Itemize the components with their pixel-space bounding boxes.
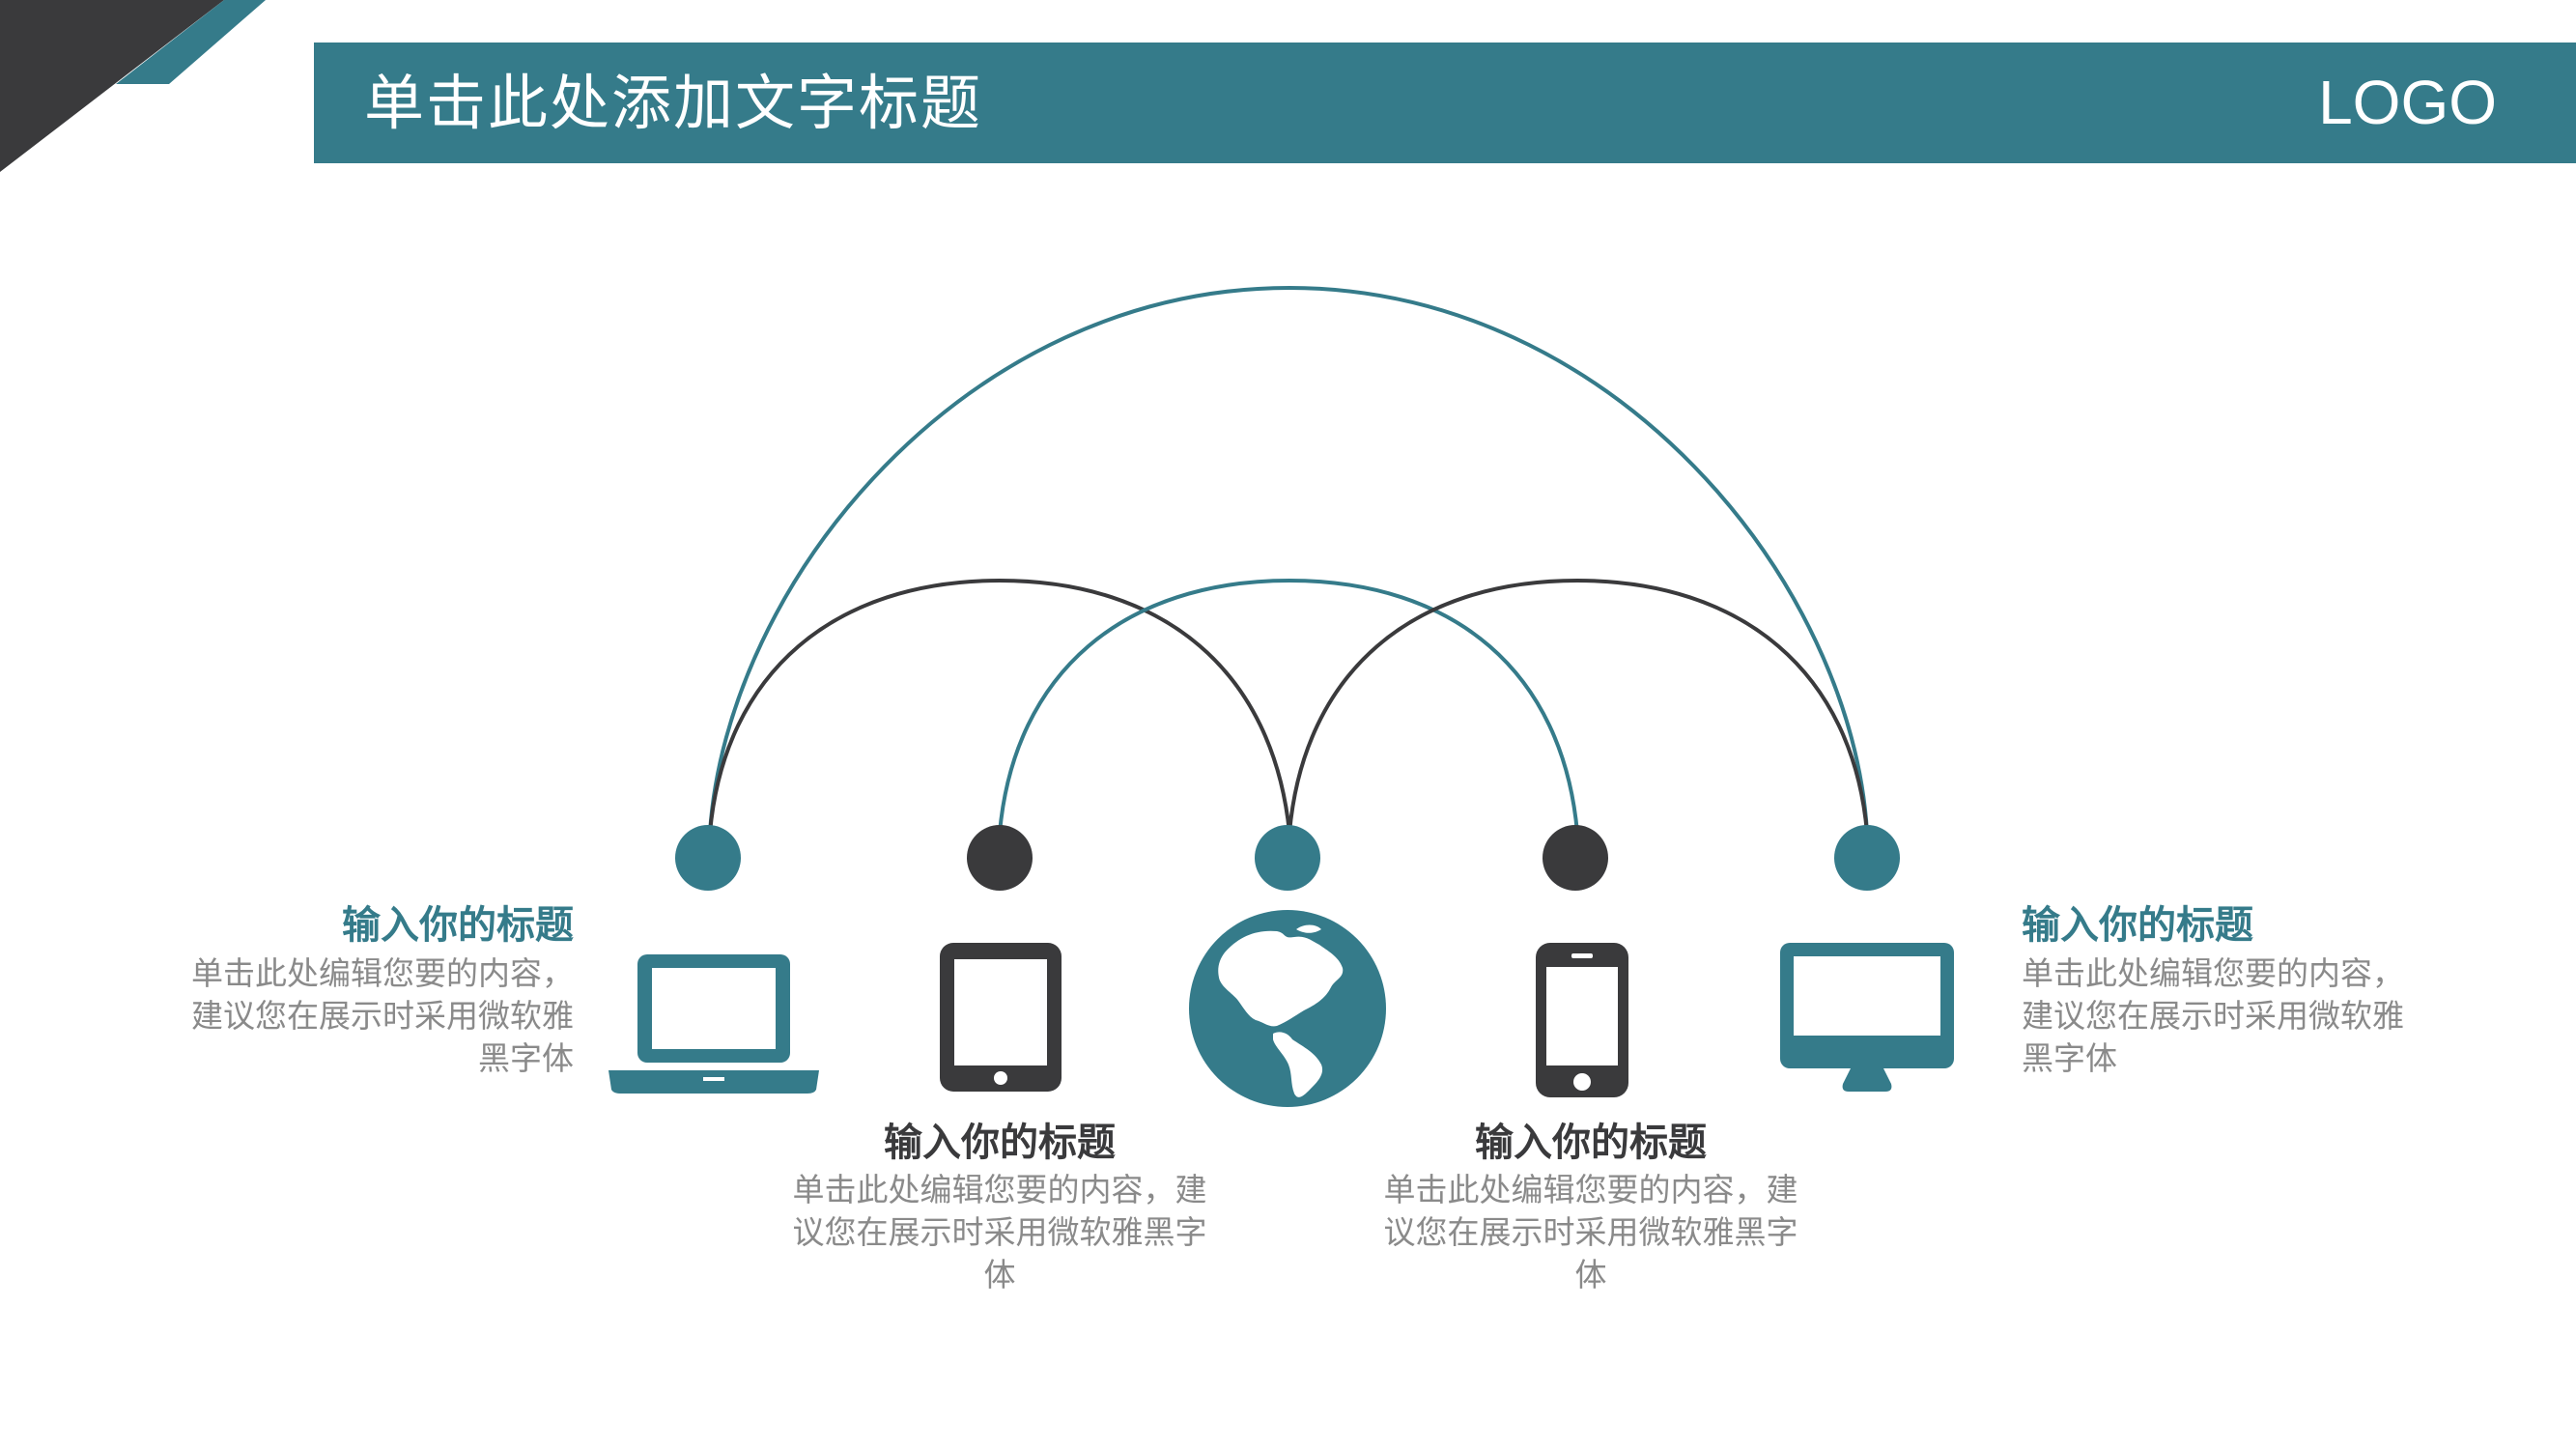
item-5-desc-line: 黑字体 [2022, 1039, 2117, 1077]
phone-icon [1536, 943, 1628, 1097]
arc-left [708, 578, 1291, 834]
node-dot-1 [675, 825, 741, 891]
arc-center [998, 578, 1579, 834]
item-1-desc[interactable]: 单击此处编辑您要的内容， 建议您在展示时采用微软雅 黑字体 [145, 952, 574, 1080]
item-5-desc-line: 建议您在展示时采用微软雅 [2022, 997, 2404, 1035]
globe-icon [1189, 910, 1386, 1107]
node-dot-4 [1543, 825, 1608, 891]
node-dot-5 [1834, 825, 1900, 891]
arc-outer [708, 285, 1869, 834]
item-1-desc-line: 建议您在展示时采用微软雅 [191, 997, 574, 1035]
item-5-title[interactable]: 输入你的标题 [2022, 903, 2253, 948]
item-2-desc[interactable]: 单击此处编辑您要的内容，建 议您在展示时采用微软雅黑字 体 [763, 1169, 1236, 1296]
node-dot-2 [967, 825, 1033, 891]
item-4-desc-line: 议您在展示时采用微软雅黑字 [1383, 1213, 1798, 1251]
item-4-desc[interactable]: 单击此处编辑您要的内容，建 议您在展示时采用微软雅黑字 体 [1354, 1169, 1827, 1296]
item-1-desc-line: 黑字体 [478, 1039, 574, 1077]
item-4-desc-line: 单击此处编辑您要的内容，建 [1383, 1171, 1798, 1208]
tablet-icon [940, 943, 1062, 1092]
header-bar: 单击此处添加文字标题 LOGO [314, 43, 2576, 163]
page-title[interactable]: 单击此处添加文字标题 [364, 68, 983, 138]
corner-decoration [0, 0, 266, 172]
arc-right [1288, 578, 1869, 834]
item-2-desc-line: 单击此处编辑您要的内容，建 [792, 1171, 1207, 1208]
laptop-icon [609, 954, 819, 1094]
item-2-desc-line: 议您在展示时采用微软雅黑字 [792, 1213, 1207, 1251]
item-1-desc-line: 单击此处编辑您要的内容， [191, 954, 574, 992]
logo: LOGO [2318, 68, 2497, 137]
item-5-desc-line: 单击此处编辑您要的内容， [2022, 954, 2404, 992]
item-2-title[interactable]: 输入你的标题 [884, 1121, 1116, 1165]
item-1-title[interactable]: 输入你的标题 [342, 903, 574, 948]
node-dot-3 [1255, 825, 1320, 891]
item-2-desc-line: 体 [983, 1256, 1016, 1293]
monitor-icon [1780, 943, 1954, 1092]
item-4-title[interactable]: 输入你的标题 [1475, 1121, 1707, 1165]
item-5-desc[interactable]: 单击此处编辑您要的内容， 建议您在展示时采用微软雅 黑字体 [2022, 952, 2450, 1080]
item-4-desc-line: 体 [1574, 1256, 1607, 1293]
